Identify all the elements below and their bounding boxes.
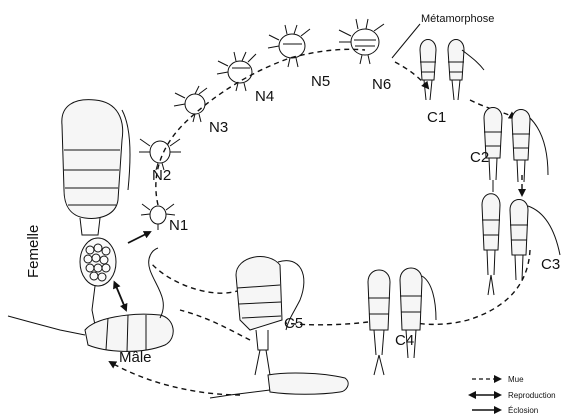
legend-item-reproduction: Reproduction <box>474 391 556 400</box>
stage-label-c3: C3 <box>541 256 560 273</box>
copepodite-c5 <box>210 257 348 398</box>
female-label: Femelle <box>25 225 42 278</box>
copepodite-c1 <box>420 40 484 101</box>
legend-item-hatching: Éclosion <box>472 406 538 415</box>
stage-label-c2: C2 <box>470 149 489 166</box>
nauplius-2 <box>139 139 181 170</box>
metamorphosis-pointer <box>392 24 420 58</box>
legend-item-molt: Mue <box>472 375 524 384</box>
stage-label-n2: N2 <box>152 167 171 184</box>
nauplius-3 <box>174 86 207 122</box>
stage-label-c1: C1 <box>427 109 446 126</box>
nauplius-6 <box>339 19 384 64</box>
copepodite-c4 <box>368 268 436 375</box>
hatching-arrow <box>128 232 150 243</box>
stage-label-n6: N6 <box>372 76 391 93</box>
egg-sac <box>80 238 116 286</box>
nauplius-figures <box>139 19 384 230</box>
svg-text:Mue: Mue <box>508 375 524 384</box>
metamorphosis-label: Métamorphose <box>421 13 494 25</box>
stage-label-n1: N1 <box>169 217 188 234</box>
male-label: Mâle <box>119 349 152 366</box>
stage-label-c5: C5 <box>284 315 303 332</box>
nauplius-5 <box>268 25 310 67</box>
svg-text:Reproduction: Reproduction <box>508 391 556 400</box>
copepodite-c3 <box>482 194 560 295</box>
stage-label-c4: C4 <box>395 332 414 349</box>
nauplius-4 <box>217 52 256 91</box>
copepodite-c2 <box>484 108 548 193</box>
svg-text:Éclosion: Éclosion <box>508 406 538 415</box>
reproduction-arrow <box>116 286 126 310</box>
legend: Mue Reproduction Éclosion <box>472 375 556 415</box>
stage-label-n3: N3 <box>209 119 228 136</box>
stage-label-n5: N5 <box>311 73 330 90</box>
stage-label-n4: N4 <box>255 88 274 105</box>
